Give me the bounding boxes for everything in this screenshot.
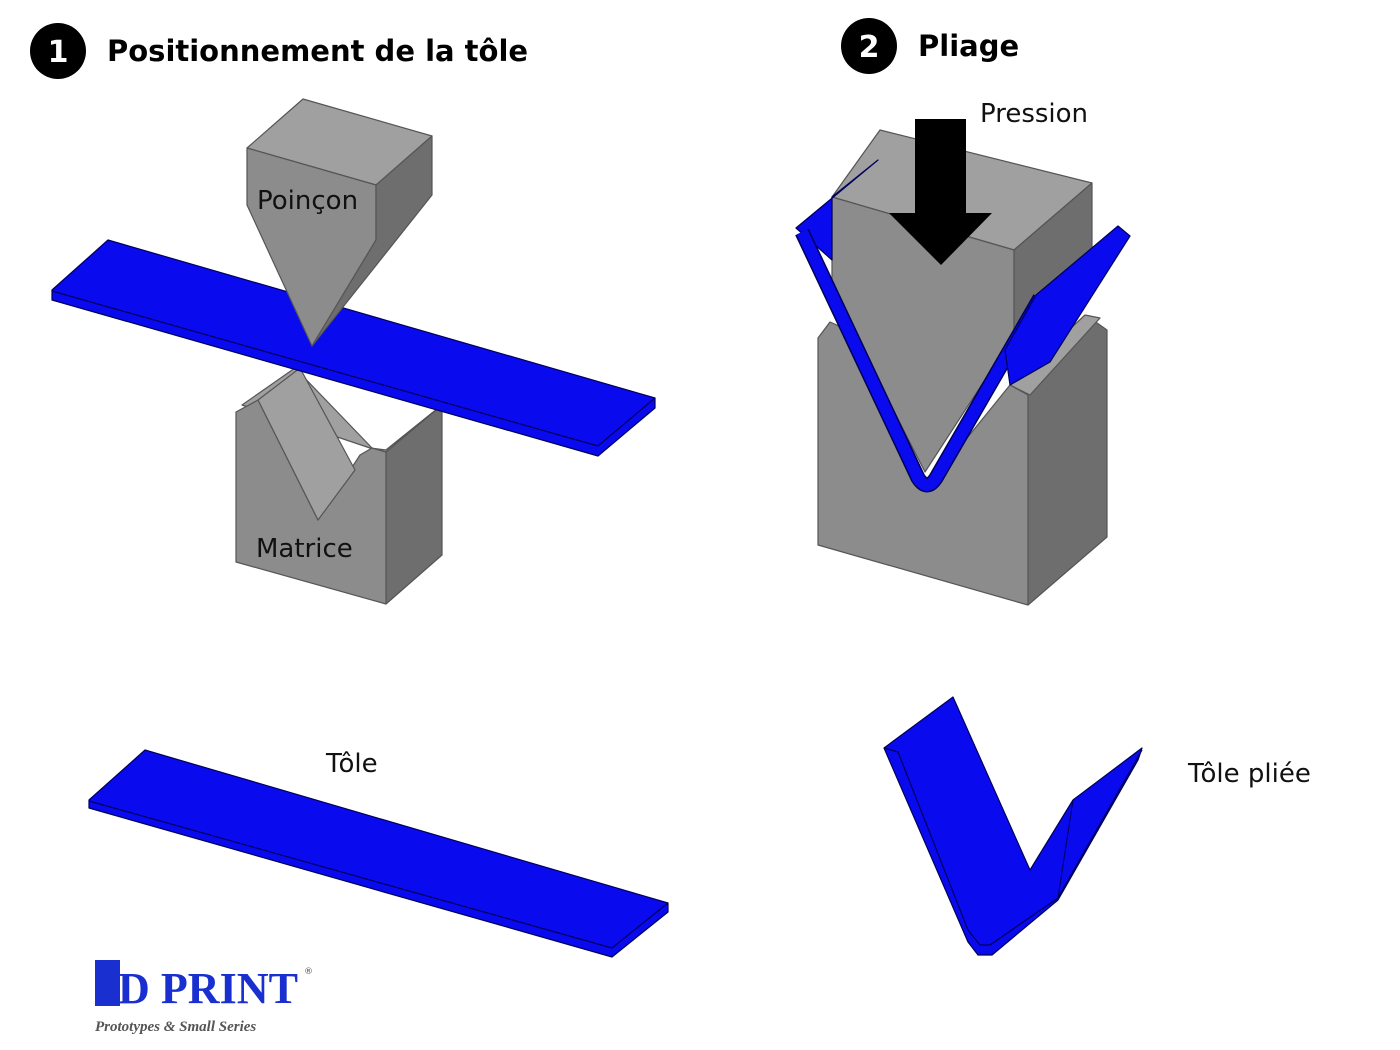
step2-badge — [841, 18, 897, 74]
logo-brand: 3D PRINT — [96, 964, 298, 1013]
step2-number: 2 — [859, 30, 880, 65]
step2-title: Pliage — [918, 29, 1019, 63]
punch-label: Poinçon — [257, 186, 358, 216]
step1-title: Positionnement de la tôle — [107, 34, 528, 68]
sheet-step2 — [795, 159, 1131, 493]
pressure-arrow-icon — [889, 119, 992, 265]
step1-badge — [30, 23, 86, 79]
logo-tagline: Prototypes & Small Series — [95, 1019, 256, 1035]
sheet-step1 — [51, 239, 656, 457]
step2-header: 2 Pliage — [841, 18, 1019, 74]
logo-registered: ® — [304, 967, 313, 977]
step1-number: 1 — [48, 35, 69, 70]
pressure-label: Pression — [980, 99, 1088, 129]
flat-sheet — [88, 749, 669, 958]
step1-header: 1 Positionnement de la tôle — [30, 23, 528, 79]
die-step1 — [235, 367, 443, 605]
bent-sheet-label: Tôle pliée — [1187, 759, 1311, 789]
die-label: Matrice — [256, 534, 353, 564]
bent-sheet — [883, 696, 1143, 956]
sheet-label: Tôle — [325, 749, 378, 779]
punch-step1 — [246, 98, 433, 347]
logo-3dprint: 3D PRINT ® Prototypes & Small Series — [95, 960, 313, 1035]
